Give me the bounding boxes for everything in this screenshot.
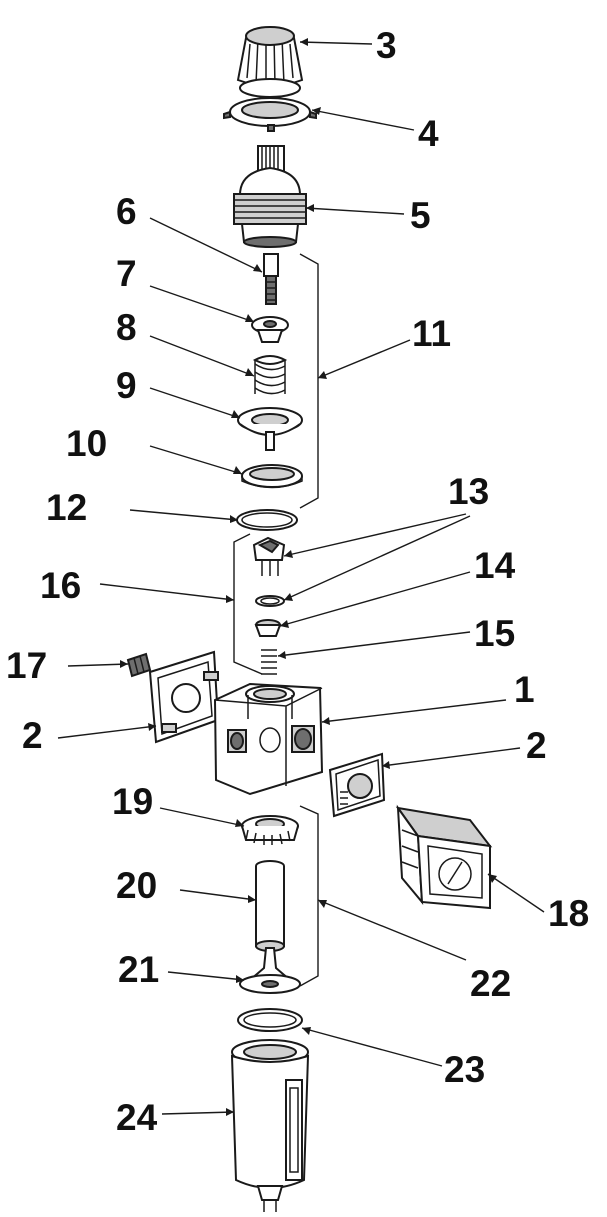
callout-18: 18 — [548, 893, 589, 934]
part-9-diaphragm — [237, 407, 303, 451]
part-15-valve-spring — [261, 649, 277, 675]
callout-11: 11 — [412, 313, 451, 354]
leader-lines — [57, 38, 545, 1116]
callout-13: 13 — [448, 471, 489, 512]
group-brackets — [233, 253, 319, 987]
callout-19: 19 — [112, 781, 153, 822]
callout-5: 5 — [410, 195, 431, 236]
part-2-right-panel — [328, 752, 386, 818]
part-17-plug — [126, 652, 152, 678]
part-8-spring — [252, 355, 288, 395]
callout-6: 6 — [116, 191, 137, 232]
part-10-ring — [241, 464, 303, 489]
callout-4: 4 — [418, 113, 439, 154]
part-18-pressure-gauge — [395, 804, 493, 910]
part-21-baffle — [239, 947, 301, 994]
part-19-deflector — [241, 815, 299, 845]
part-1-body — [213, 682, 324, 796]
callout-8: 8 — [116, 307, 137, 348]
bracket-16 — [233, 533, 263, 675]
part-6-adjusting-screw — [263, 253, 279, 305]
bracket-11 — [299, 253, 319, 509]
part-12-o-ring — [236, 509, 298, 531]
part-5-bonnet — [233, 145, 307, 248]
callout-1: 1 — [514, 669, 535, 710]
part-14-valve-cap — [254, 619, 282, 637]
callout-2-right: 2 — [526, 725, 547, 766]
part-3-adjustment-knob — [236, 26, 304, 98]
part-20-filter-element — [255, 860, 285, 952]
part-13-valve — [252, 536, 286, 607]
callout-20: 20 — [116, 865, 157, 906]
callout-12: 12 — [46, 487, 87, 528]
bracket-22 — [299, 805, 319, 987]
part-2-left-panel — [148, 650, 220, 744]
callout-21: 21 — [118, 949, 159, 990]
callout-16: 16 — [40, 565, 81, 606]
part-24-bowl — [230, 1039, 310, 1212]
callout-24: 24 — [116, 1097, 158, 1138]
callout-10: 10 — [66, 423, 107, 464]
callout-23: 23 — [444, 1049, 485, 1090]
callout-17: 17 — [6, 645, 47, 686]
callout-15: 15 — [474, 613, 515, 654]
callout-7: 7 — [116, 253, 137, 294]
callout-14: 14 — [474, 545, 516, 586]
part-7-spring-seat — [251, 316, 289, 343]
callout-22: 22 — [470, 963, 511, 1004]
callout-labels: 3 4 5 6 7 8 9 10 11 12 13 14 15 16 17 1 … — [6, 25, 589, 1138]
part-23-bowl-o-ring — [237, 1008, 303, 1032]
callout-2-left: 2 — [22, 715, 43, 756]
callout-9: 9 — [116, 365, 137, 406]
part-4-lock-ring — [223, 97, 317, 132]
callout-3: 3 — [376, 25, 397, 66]
